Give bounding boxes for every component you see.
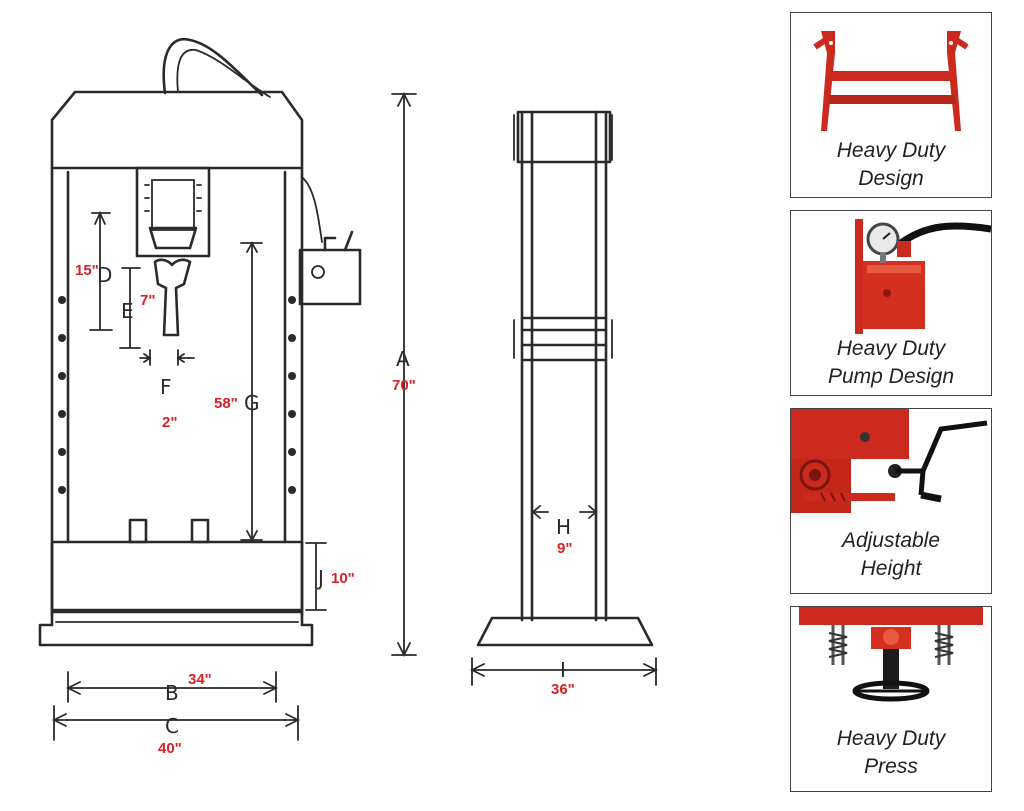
top-beam <box>50 90 304 170</box>
label-H: H <box>556 515 571 539</box>
value-H: 9" <box>557 540 572 557</box>
label-B: B <box>165 681 179 705</box>
value-F: 2" <box>162 414 177 431</box>
right-post-holes <box>288 296 296 494</box>
feature-card-design: Heavy Duty Design <box>790 12 992 198</box>
frame-legs-photo <box>813 31 969 131</box>
pump-photo <box>855 219 991 334</box>
value-E: 7" <box>140 292 155 309</box>
label-I: I <box>560 658 566 682</box>
value-G: 58" <box>214 395 238 412</box>
feature-caption-line1: Adjustable <box>841 529 941 552</box>
feature-caption-line2: Height <box>860 557 922 580</box>
dim-C-line <box>53 705 299 741</box>
label-G: G <box>244 391 260 415</box>
ram-photo <box>799 607 983 702</box>
front-base <box>38 610 314 647</box>
value-B: 34" <box>188 671 212 688</box>
feature-caption-line2: Design <box>858 167 924 190</box>
feature-caption-line1: Heavy Duty <box>836 139 946 162</box>
side-posts <box>520 110 608 622</box>
side-top-beam <box>516 110 612 164</box>
bolster-bed <box>50 540 304 612</box>
left-post-holes <box>58 296 66 494</box>
value-D: 15" <box>75 262 99 279</box>
right-post <box>283 166 304 617</box>
side-view <box>469 110 659 686</box>
label-D: D <box>97 263 112 287</box>
dim-I-line <box>471 657 657 686</box>
value-I: 36" <box>551 681 575 698</box>
label-C: C <box>165 714 179 738</box>
feature-caption-line1: Heavy Duty <box>836 727 946 750</box>
cylinder-block <box>135 166 211 258</box>
hydraulic-hose <box>162 37 264 97</box>
feature-caption-line2: Pump Design <box>827 365 955 388</box>
press-ram <box>153 258 192 337</box>
feature-card-press: Heavy Duty Press <box>790 606 992 792</box>
feature-caption: Heavy Duty Design <box>791 137 991 193</box>
pump-box <box>298 248 362 306</box>
feature-caption: Adjustable Height <box>791 527 991 583</box>
dim-A-line <box>391 93 417 656</box>
feature-caption-line1: Heavy Duty <box>836 337 946 360</box>
value-C: 40" <box>158 740 182 757</box>
side-base <box>476 616 654 647</box>
label-A: A <box>396 347 410 371</box>
value-J: 10" <box>331 570 355 587</box>
label-J: J <box>316 566 324 590</box>
feature-caption-line2: Press <box>864 755 918 778</box>
feature-card-pump: Heavy Duty Pump Design <box>790 210 992 396</box>
dim-E-line <box>119 267 141 349</box>
feature-card-adjustable: Adjustable Height <box>790 408 992 594</box>
left-post <box>50 166 70 617</box>
press-dimension-drawing: D E F G J A B C H I 15" 7" 2" 58" 10" 70… <box>38 37 659 757</box>
feature-caption: Heavy Duty Press <box>791 725 991 781</box>
dim-J-line <box>305 542 327 611</box>
label-F: F <box>160 375 172 399</box>
front-view <box>38 37 417 741</box>
dim-D-line <box>89 212 113 331</box>
value-A: 70" <box>392 377 416 394</box>
feature-caption: Heavy Duty Pump Design <box>791 335 991 391</box>
side-crossbars <box>520 316 608 362</box>
label-E: E <box>121 299 134 323</box>
winch-photo <box>791 409 988 513</box>
